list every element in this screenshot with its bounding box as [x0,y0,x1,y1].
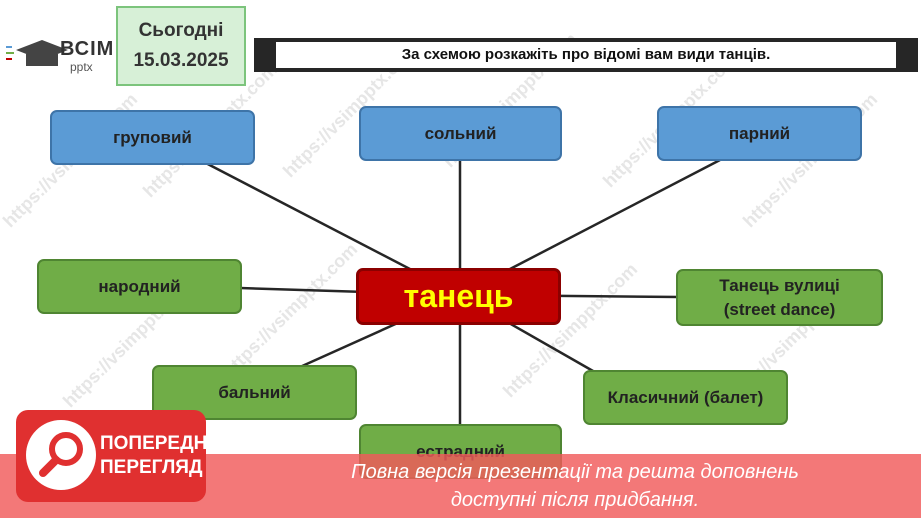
slide-title: За схемою розкажіть про відомі вам види … [276,42,896,68]
node-street: Танець вулиці (street dance) [676,269,883,326]
logo-subtext: pptx [70,60,93,74]
date-box: Сьогодні 15.03.2025 [116,6,246,86]
preview-badge-text: ПОПЕРЕДНІЙ ПЕРЕГЛЯД [100,433,227,478]
magnifier-icon [26,420,96,490]
node-group: груповий [50,110,255,165]
node-classic: Класичний (балет) [583,370,788,425]
node-pair: парний [657,106,862,161]
graduation-cap-icon [6,40,68,66]
node-folk: народний [37,259,242,314]
promo-text: Повна версія презентації та решта доповн… [351,461,799,511]
date-label: Сьогодні [138,20,224,41]
logo-text: ВСІМ [60,38,115,60]
node-ballroom: бальний [152,365,357,420]
node-center: танець [356,268,561,325]
date-value: 15.03.2025 [133,50,229,71]
node-solo: сольний [359,106,562,161]
